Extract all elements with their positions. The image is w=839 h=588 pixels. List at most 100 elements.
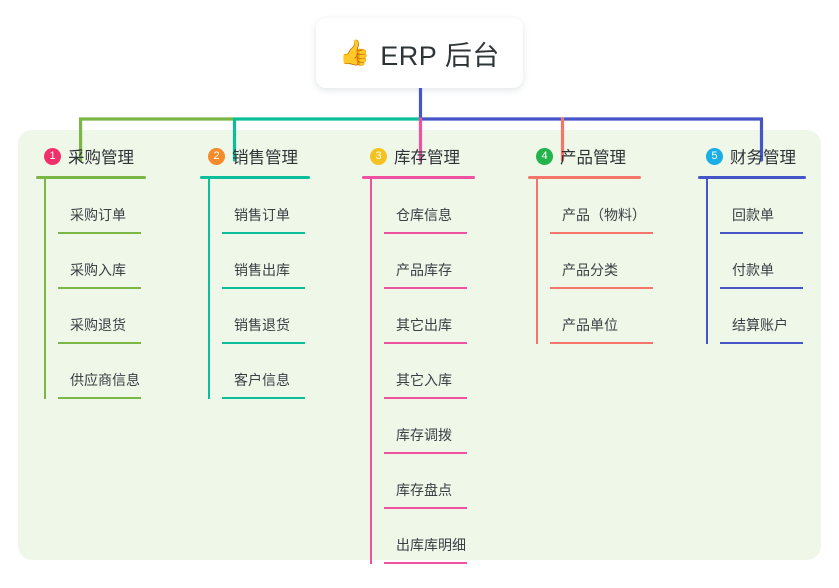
leaf-item[interactable]: 销售出库 [222, 234, 310, 289]
branch-underline [36, 176, 146, 179]
leaf-item-underline [384, 562, 467, 564]
thumbs-up-icon: 👍 [339, 38, 371, 67]
branch-column-4: 4 产品管理产品（物料） 产品分类产品单位 [528, 143, 653, 344]
leaf-item[interactable]: 产品分类 [550, 234, 653, 289]
root-node[interactable]: 👍 ERP 后台 [316, 18, 523, 88]
leaf-item[interactable]: 客户信息 [222, 344, 310, 399]
branch-underline [200, 176, 310, 179]
branch-number-badge: 3 [370, 147, 387, 165]
leaf-item-underline [58, 397, 141, 399]
branch-title: 采购管理 [68, 149, 134, 167]
leaf-item-underline [58, 287, 141, 289]
branch-spine [536, 179, 538, 344]
branch-column-5: 5 财务管理回款单付款单结算账户 [698, 143, 806, 344]
leaf-item[interactable]: 付款单 [720, 234, 806, 289]
branch-item-list: 仓库信息产品库存其它出库其它入库库存调拨库存盘点出库库明细 [362, 179, 475, 564]
diagram-panel [18, 130, 821, 560]
branch-number-badge: 2 [208, 147, 225, 165]
branch-spine [44, 179, 46, 399]
leaf-item-label: 供应商信息 [70, 372, 140, 388]
leaf-item-label: 回款单 [732, 207, 774, 223]
branch-item-list: 采购订单采购入库采购退货供应商信息 [36, 179, 146, 399]
branch-title: 财务管理 [730, 149, 796, 167]
leaf-item-underline [720, 342, 803, 344]
leaf-item-underline [222, 342, 305, 344]
leaf-item[interactable]: 出库库明细 [384, 509, 475, 564]
branch-underline [362, 176, 475, 179]
leaf-item[interactable]: 采购入库 [58, 234, 146, 289]
leaf-item-label: 仓库信息 [396, 207, 452, 223]
leaf-item[interactable]: 销售订单 [222, 179, 310, 234]
branch-item-list: 销售订单销售出库销售退货客户信息 [200, 179, 310, 399]
leaf-item-label: 销售退货 [234, 317, 290, 333]
branch-number-badge: 4 [536, 147, 553, 165]
leaf-item-label: 销售订单 [234, 207, 290, 223]
leaf-item-underline [384, 452, 467, 454]
leaf-item-underline [720, 232, 803, 234]
leaf-item[interactable]: 销售退货 [222, 289, 310, 344]
leaf-item-underline [550, 232, 653, 234]
leaf-item[interactable]: 结算账户 [720, 289, 806, 344]
branch-spine [706, 179, 708, 344]
leaf-item[interactable]: 库存调拨 [384, 399, 475, 454]
leaf-item-underline [720, 287, 803, 289]
branch-title: 产品管理 [560, 149, 626, 167]
leaf-item[interactable]: 产品库存 [384, 234, 475, 289]
leaf-item-label: 库存盘点 [396, 482, 452, 498]
leaf-item[interactable]: 其它出库 [384, 289, 475, 344]
branch-underline [528, 176, 641, 179]
branch-column-3: 3 库存管理仓库信息产品库存其它出库其它入库库存调拨库存盘点出库库明细 [362, 143, 475, 564]
leaf-item-underline [58, 342, 141, 344]
leaf-item[interactable]: 仓库信息 [384, 179, 475, 234]
branch-header-2[interactable]: 2 销售管理 [200, 143, 310, 169]
root-title: ERP 后台 [380, 40, 500, 71]
leaf-item-label: 库存调拨 [396, 427, 452, 443]
leaf-item[interactable]: 产品单位 [550, 289, 653, 344]
leaf-item-label: 产品库存 [396, 262, 452, 278]
leaf-item-label: 采购入库 [70, 262, 126, 278]
branch-column-1: 1 采购管理采购订单采购入库采购退货供应商信息 [36, 143, 146, 399]
leaf-item-label: 产品单位 [562, 317, 618, 333]
branch-header-5[interactable]: 5 财务管理 [698, 143, 806, 169]
leaf-item[interactable]: 其它入库 [384, 344, 475, 399]
leaf-item-label: 结算账户 [732, 317, 788, 333]
leaf-item-underline [384, 232, 467, 234]
branch-title: 销售管理 [232, 149, 298, 167]
leaf-item-label: 其它出库 [396, 317, 452, 333]
branch-header-1[interactable]: 1 采购管理 [36, 143, 146, 169]
leaf-item-underline [550, 342, 653, 344]
leaf-item-underline [222, 232, 305, 234]
branch-header-4[interactable]: 4 产品管理 [528, 143, 641, 169]
branch-underline [698, 176, 806, 179]
leaf-item-underline [384, 507, 467, 509]
leaf-item-underline [222, 287, 305, 289]
leaf-item-underline [384, 287, 467, 289]
leaf-item-label: 产品（物料） [562, 207, 646, 223]
branch-spine [370, 179, 372, 564]
leaf-item-label: 采购订单 [70, 207, 126, 223]
leaf-item-label: 客户信息 [234, 372, 290, 388]
branch-spine [208, 179, 210, 399]
leaf-item[interactable]: 回款单 [720, 179, 806, 234]
leaf-item-underline [222, 397, 305, 399]
branch-number-badge: 5 [706, 147, 723, 165]
leaf-item-label: 产品分类 [562, 262, 618, 278]
leaf-item-underline [550, 287, 653, 289]
leaf-item-underline [58, 232, 141, 234]
leaf-item-label: 付款单 [732, 262, 774, 278]
leaf-item-label: 采购退货 [70, 317, 126, 333]
leaf-item-label: 销售出库 [234, 262, 290, 278]
leaf-item[interactable]: 采购退货 [58, 289, 146, 344]
branch-item-list: 产品（物料） 产品分类产品单位 [528, 179, 653, 344]
leaf-item[interactable]: 库存盘点 [384, 454, 475, 509]
branch-number-badge: 1 [44, 147, 61, 165]
branch-header-3[interactable]: 3 库存管理 [362, 143, 475, 169]
leaf-item[interactable]: 产品（物料） [550, 179, 653, 234]
leaf-item-underline [384, 342, 467, 344]
leaf-item-underline [384, 397, 467, 399]
branch-title: 库存管理 [394, 149, 460, 167]
leaf-item[interactable]: 供应商信息 [58, 344, 146, 399]
branch-column-2: 2 销售管理销售订单销售出库销售退货客户信息 [200, 143, 310, 399]
leaf-item[interactable]: 采购订单 [58, 179, 146, 234]
